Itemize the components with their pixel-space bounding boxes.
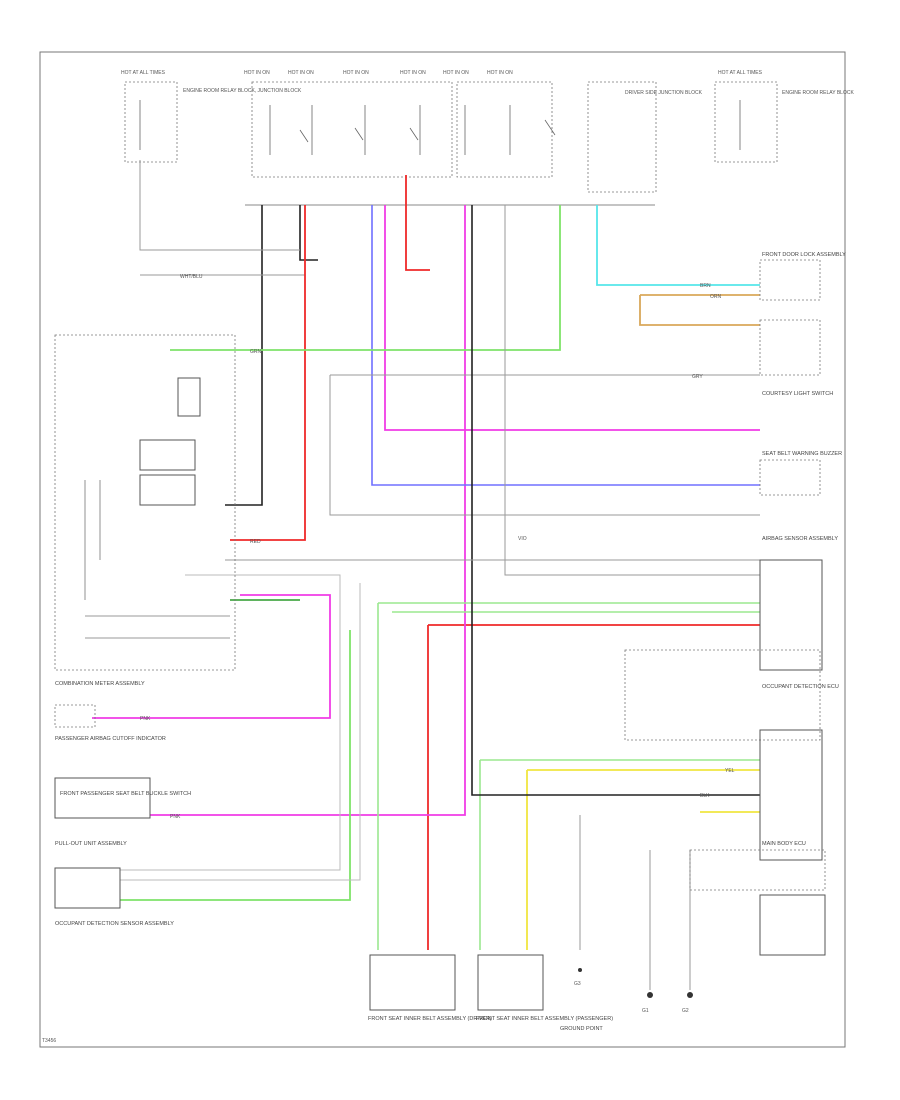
wire-tag-8: PNK (170, 814, 181, 820)
wire-tag-11: VIO (518, 536, 527, 542)
fuse-label-7: HOT IN ON (487, 70, 513, 76)
fuse-blocks: ENGINE ROOM RELAY BLOCK, JUNCTION BLOCK … (124, 81, 854, 193)
front-door-lock-label: FRONT DOOR LOCK ASSEMBLY (762, 252, 846, 258)
wire-tag-7: PNK (140, 716, 151, 722)
diagram-frame (39, 51, 846, 1048)
combination-meter-label: COMBINATION METER ASSEMBLY (55, 681, 145, 687)
pull-out-unit-label: PULL-OUT UNIT ASSEMBLY (55, 841, 127, 847)
wire-tag-9: YEL (725, 768, 735, 774)
footer-code: T3456 (42, 1038, 56, 1044)
wire-tag-3: GRY (692, 374, 703, 380)
fuse-label-5: HOT IN ON (400, 70, 426, 76)
fuse-label-8: HOT AT ALL TIMES (718, 70, 763, 76)
body-ecu-label: MAIN BODY ECU (762, 841, 806, 847)
airbag-cutoff-label: PASSENGER AIRBAG CUTOFF INDICATOR (55, 736, 166, 742)
fuse-label-4: HOT IN ON (343, 70, 369, 76)
fuse-label-row: HOT AT ALL TIMES HOT IN ON HOT IN ON HOT… (121, 70, 763, 76)
wire-tag-6: RED (250, 539, 261, 545)
ground-symbols: G1 G2 G3 (574, 968, 693, 1014)
seat-belt-warning-label: SEAT BELT WARNING BUZZER (762, 451, 842, 457)
top-note-1: ENGINE ROOM RELAY BLOCK, JUNCTION BLOCK (183, 88, 302, 94)
ground-mark-1: G1 (642, 1008, 649, 1014)
wires (85, 160, 760, 990)
occupant-sensor-label: OCCUPANT DETECTION SENSOR ASSEMBLY (55, 921, 174, 927)
wire-tags: WHT/BLU GRN GRY BRN ORN RED PNK PNK YEL … (140, 274, 735, 820)
left-components: COMBINATION METER ASSEMBLY PASSENGER AIR… (54, 334, 236, 927)
courtesy-switch-label: COURTESY LIGHT SWITCH (762, 391, 833, 397)
bottom-components: FRONT SEAT INNER BELT ASSEMBLY (DRIVER) … (368, 954, 613, 1032)
wire-tag-10: BLK (700, 793, 710, 799)
fuse-label-6: HOT IN ON (443, 70, 469, 76)
airbag-sensor-label: AIRBAG SENSOR ASSEMBLY (762, 536, 838, 542)
top-note-3: ENGINE ROOM RELAY BLOCK (782, 90, 854, 96)
front-seat-switch-left-label: FRONT SEAT INNER BELT ASSEMBLY (DRIVER) (368, 1016, 492, 1022)
occupant-ecu-label: OCCUPANT DETECTION ECU (762, 684, 839, 690)
wire-tag-2: GRN (250, 349, 262, 355)
wire-tag-4: BRN (700, 283, 711, 289)
ground-point-label: GROUND POINT (560, 1026, 603, 1032)
fuse-symbols (139, 100, 741, 155)
fuse-label-3: HOT IN ON (288, 70, 314, 76)
front-passenger-switch-label: FRONT PASSENGER SEAT BELT BUCKLE SWITCH (60, 791, 191, 797)
fuse-label-2: HOT IN ON (244, 70, 270, 76)
right-components: FRONT DOOR LOCK ASSEMBLY COURTESY LIGHT … (624, 252, 846, 956)
wire-tag-1: WHT/BLU (180, 274, 203, 280)
ground-mark-3: G3 (574, 981, 581, 987)
wire-tag-5: ORN (710, 294, 722, 300)
front-seat-switch-right-label: FRONT SEAT INNER BELT ASSEMBLY (PASSENGE… (476, 1016, 613, 1022)
top-note-2: DRIVER SIDE JUNCTION BLOCK (625, 90, 703, 96)
ground-mark-2: G2 (682, 1008, 689, 1014)
fuse-label-1: HOT AT ALL TIMES (121, 70, 166, 76)
